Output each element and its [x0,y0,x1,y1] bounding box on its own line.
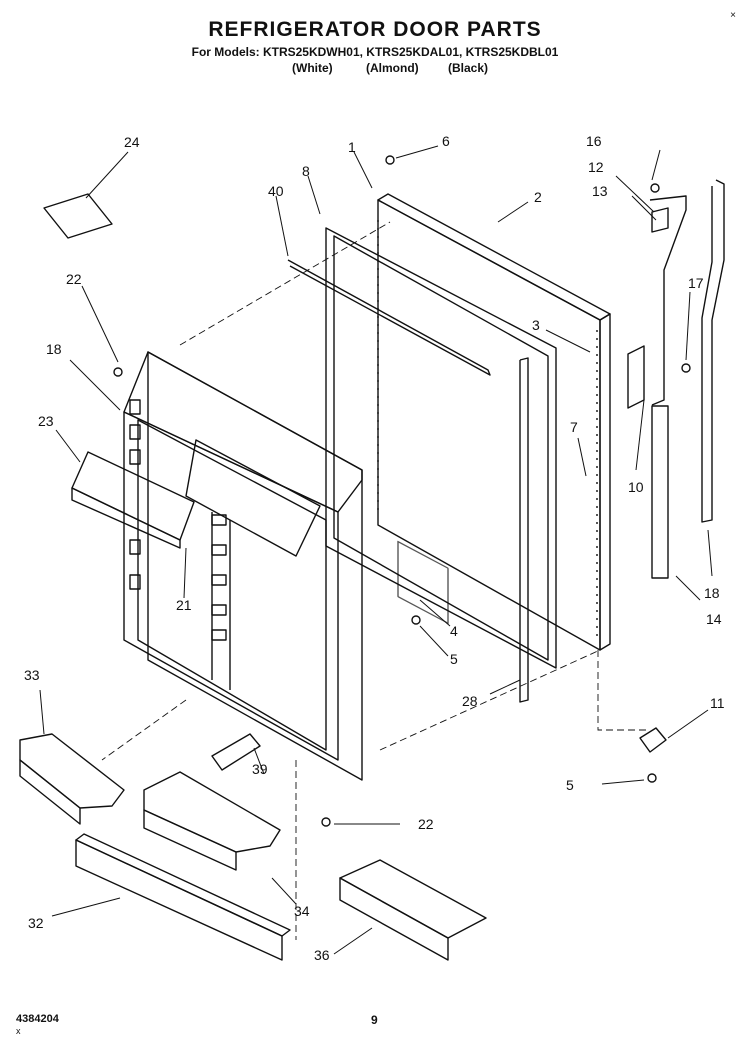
callout-40: 40 [268,183,284,199]
callout-34: 34 [294,903,310,919]
callout-17: 17 [688,275,704,291]
page-title: REFRIGERATOR DOOR PARTS [208,18,542,41]
callout-8: 8 [302,163,310,179]
callout-19: 18 [46,341,62,357]
models-line: For Models: KTRS25KDWH01, KTRS25KDAL01, … [191,45,559,59]
callout-4: 4 [450,623,458,639]
callout-22b: 22 [418,816,434,832]
close-icon[interactable]: × [730,10,736,21]
callout-1: 1 [348,139,356,155]
door-bin-34 [143,771,281,871]
bottle-bin-32 [75,833,291,961]
page-number: 9 [371,1013,378,1027]
callout-10: 10 [628,479,644,495]
dairy-door [71,451,195,549]
callout-32: 32 [28,915,44,931]
egg-tray-36 [339,859,487,961]
callout-13: 13 [592,183,608,199]
callout-7: 7 [570,419,578,435]
callout-5b: 5 [566,777,574,793]
variant-white: (White) [292,61,333,75]
door-bin-33 [19,733,125,825]
hinge-handle [627,179,725,753]
tray-24 [43,193,113,239]
callout-16: 16 [586,133,602,149]
door-liner [123,351,363,781]
callout-12: 12 [588,159,604,175]
cover-39 [211,733,261,771]
trim-28 [519,357,529,703]
callout-28: 28 [462,693,478,709]
callout-39: 39 [252,761,268,777]
callout-18: 18 [704,585,720,601]
variant-black: (Black) [448,61,489,75]
callout-3: 3 [532,317,540,333]
door-gasket [325,227,557,669]
callout-33: 33 [24,667,40,683]
callout-21: 21 [176,597,192,613]
callout-23: 23 [38,413,54,429]
callout-36: 36 [314,947,330,963]
callout-6: 6 [442,133,450,149]
callout-2: 2 [534,189,542,205]
callout-5a: 5 [450,651,458,667]
callout-24: 24 [124,134,140,150]
callouts: 24 6 1 2 8 40 22 18 23 16 12 13 17 3 7 1… [24,133,725,963]
callout-11: 11 [710,695,725,711]
outer-door-panel [377,193,611,651]
variant-almond: (Almond) [366,61,419,75]
trim-40 [287,259,491,376]
callout-22a: 22 [66,271,82,287]
doc-mark: x [16,1026,21,1036]
callout-14: 14 [706,611,722,627]
doc-number: 4384204 [16,1013,59,1025]
